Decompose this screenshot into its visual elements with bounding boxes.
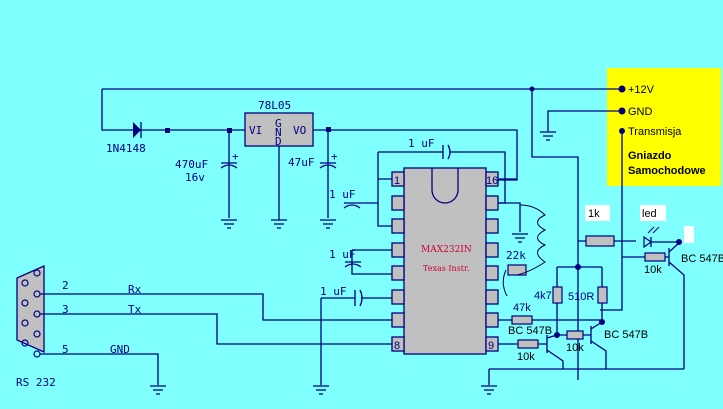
ic-pin9: 9 (488, 340, 494, 352)
ic-name: MAX232IN (421, 245, 472, 255)
ic-max232 (403, 167, 487, 355)
ground-icon (512, 233, 528, 243)
hand-drawn-wiring (502, 204, 547, 297)
diode-label: 1N4148 (106, 142, 146, 155)
resistor-10k-b (566, 330, 584, 340)
rs232-tx: Tx (128, 303, 142, 316)
connector-box (607, 68, 721, 186)
wire-ground-bus (488, 368, 684, 385)
resistor-10k-c (644, 252, 666, 262)
resistor-4k7-label: 4k7 (534, 290, 552, 302)
resistor-4k7 (552, 286, 563, 304)
regulator-gnd-d: D (275, 135, 282, 148)
resistor-1k-label: 1k (588, 208, 600, 220)
regulator-name: 78L05 (258, 99, 291, 112)
ground-icon (540, 131, 556, 141)
led-label: led (642, 208, 657, 220)
connector-title-line2: Samochodowe (628, 165, 706, 177)
diode-icon (133, 122, 142, 138)
resistor-10k-c-label: 10k (644, 264, 662, 276)
label-bg (684, 226, 694, 243)
plus-sign: + (232, 150, 239, 163)
label-bg (585, 205, 610, 221)
wire-12v-down (101, 89, 133, 131)
led-icon (643, 226, 678, 249)
capacitor-icon (354, 289, 363, 307)
wire-transmisja (600, 131, 623, 311)
capacitor-icon (442, 144, 451, 160)
ic-maker: Texas Instr. (423, 264, 470, 273)
capacitor-icon (344, 261, 362, 268)
rs232-label: RS 232 (16, 376, 56, 389)
wire-tx (40, 313, 392, 345)
resistor-10k-a-label: 10k (517, 351, 535, 363)
resistor-510r (597, 286, 608, 304)
cap-c2-label: 1 uF (408, 137, 435, 150)
cap-470-voltage: 16v (185, 171, 205, 184)
wire (498, 334, 564, 369)
resistor-47k-label: 47k (513, 302, 531, 314)
plus-sign: + (331, 150, 338, 163)
pin-gnd-label: GND (628, 106, 653, 118)
rs232-gnd: GND (110, 343, 130, 356)
cap-c1-label: 1 uF (329, 188, 356, 201)
rs232-pin5: 5 (62, 343, 69, 356)
wire (377, 178, 392, 227)
capacitor-icon (220, 162, 238, 169)
resistor-22k-label: 22k (506, 249, 526, 262)
wire-gnd (547, 110, 622, 132)
ic-pins-right (485, 171, 499, 352)
junction (575, 264, 581, 270)
resistor-10k-a (517, 339, 539, 349)
wire (622, 242, 685, 369)
capacitor-icon (343, 202, 378, 209)
regulator-vo: VO (293, 124, 306, 137)
resistor-510r-label: 510R (568, 291, 594, 303)
ic-pins-left (391, 171, 405, 352)
cap-c4-label: 1 uF (320, 285, 347, 298)
regulator-gnd-g: G (275, 117, 282, 130)
label-bg (640, 205, 666, 221)
ground-icon (271, 219, 287, 229)
resistor-47k (511, 315, 533, 325)
capacitor-icon (319, 162, 337, 169)
wire (498, 202, 521, 232)
ground-icon (221, 219, 237, 229)
rs232-pin2: 2 (62, 279, 69, 292)
cap-c3-label: 1 uF (329, 248, 356, 261)
junction (165, 128, 170, 133)
resistor-1k (585, 235, 615, 247)
transistor-t3-label: BC 547B (681, 253, 723, 265)
ic-pin16: 16 (486, 175, 498, 187)
regulator-78l05 (244, 112, 314, 147)
ground-icon (320, 219, 336, 229)
pin-transmisja-label: Transmisja (628, 126, 682, 138)
rs232-connector (16, 264, 45, 354)
rs232-rx: Rx (128, 283, 142, 296)
pin-12v-label: +12V (628, 84, 655, 96)
wire-5v (313, 129, 518, 181)
ground-icon (313, 385, 329, 395)
connector-title-line1: Gniazdo (628, 150, 672, 162)
ground-icon (481, 385, 497, 395)
resistor-10k-b-label: 10k (566, 342, 584, 354)
wire-rx (40, 293, 392, 321)
cap-47-label: 47uF (288, 156, 315, 169)
transistor-t2-label: BC 547B (604, 329, 648, 341)
wire-gnd-rs (40, 353, 159, 385)
ic-pin1: 1 (394, 175, 400, 187)
junction (326, 127, 331, 132)
transistor-t1-label: BC 547B (508, 325, 552, 337)
ic-pin8: 8 (394, 340, 400, 352)
rs232-pin3: 3 (62, 303, 69, 316)
regulator-vi: VI (249, 124, 262, 137)
wire (351, 249, 392, 275)
wire (557, 321, 607, 369)
cap-470-label: 470uF (175, 158, 208, 171)
regulator-gnd-n: N (275, 126, 282, 139)
ground-icon (150, 385, 166, 395)
ic-notch (431, 168, 459, 204)
